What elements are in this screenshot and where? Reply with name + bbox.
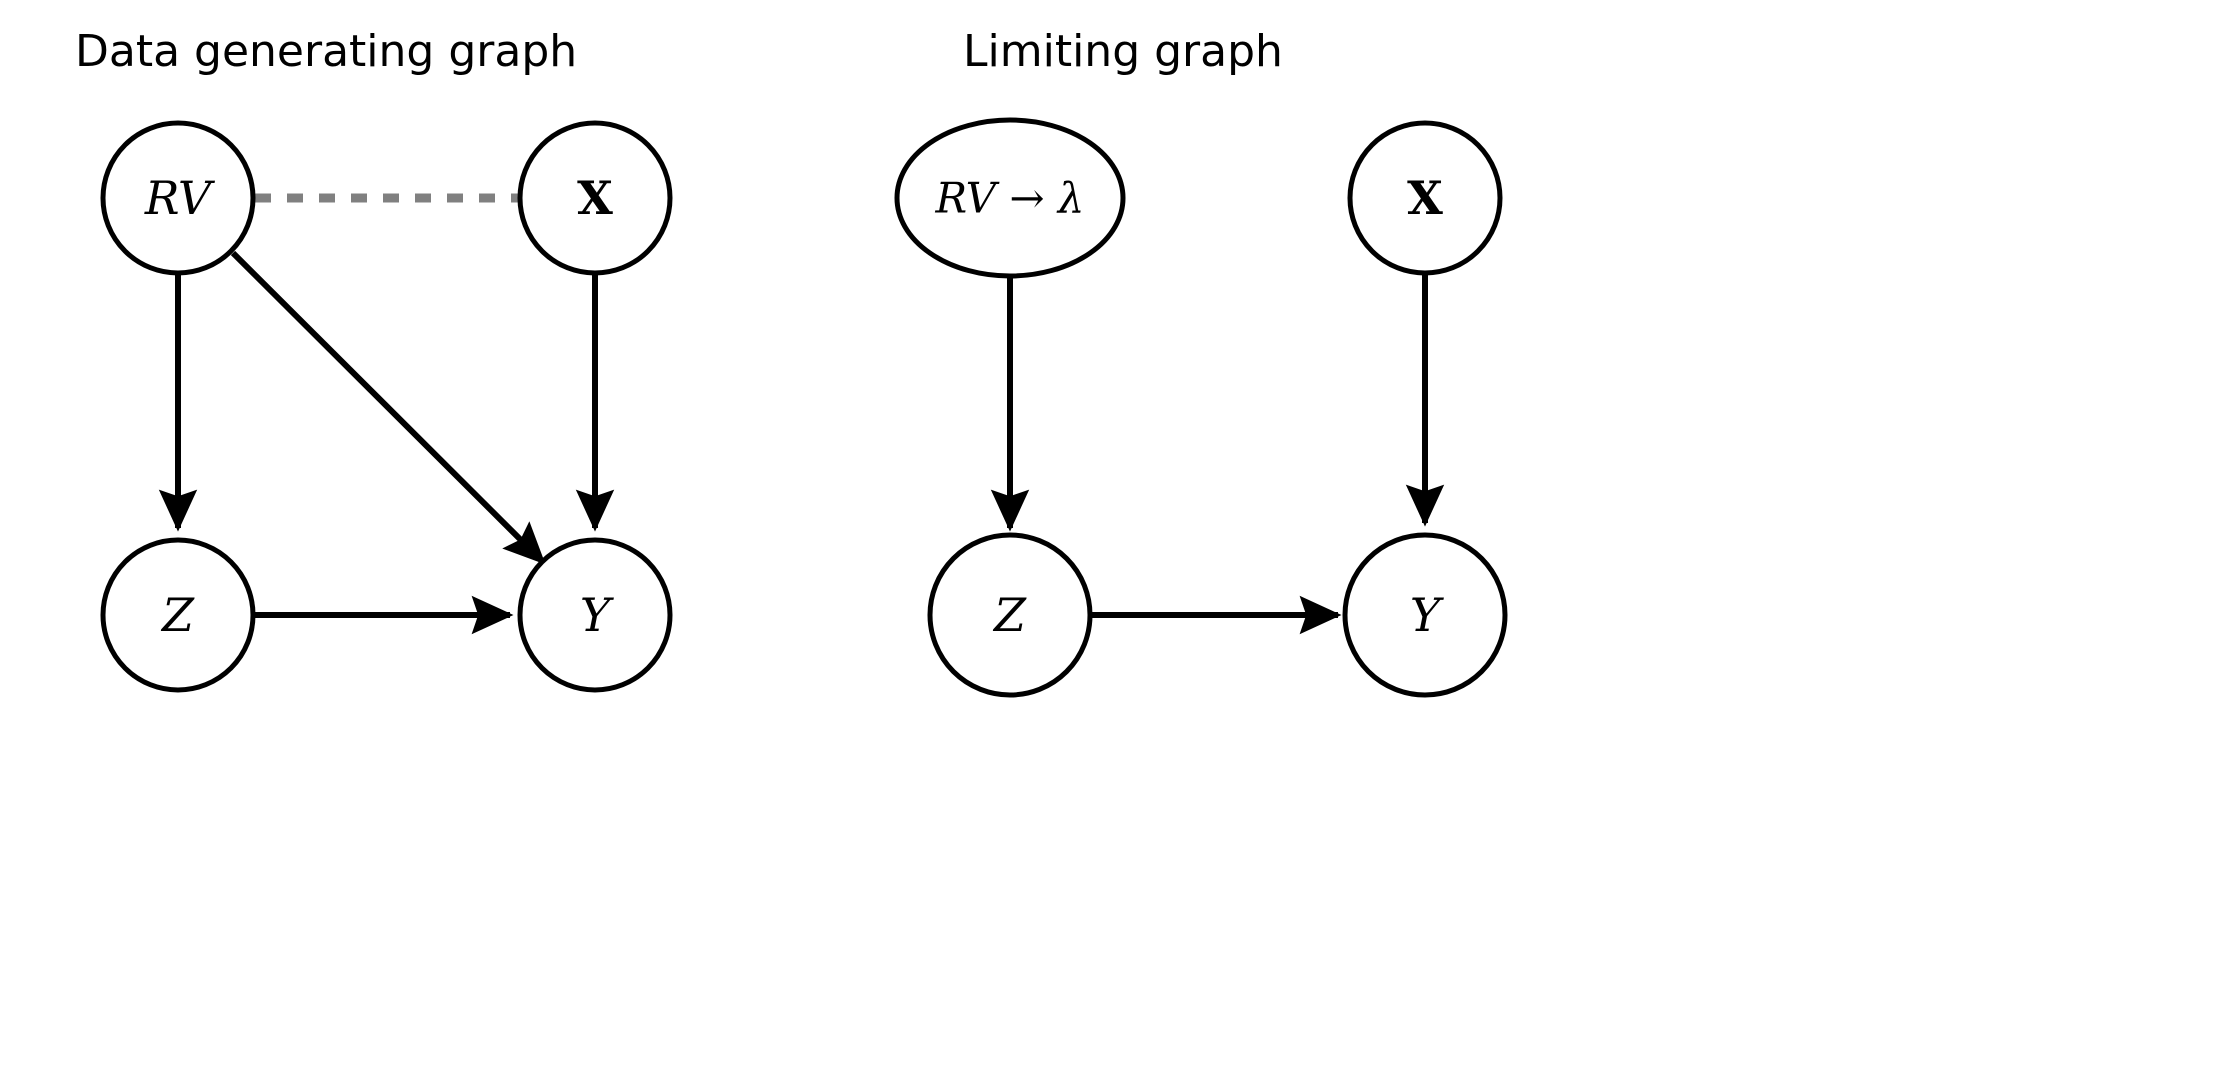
node-rv-lambda[interactable]: RV → λ	[894, 117, 1126, 279]
node-rv-lambda-label: RV → λ	[935, 174, 1085, 223]
node-y-label: Y	[580, 588, 615, 642]
node-y-shape	[517, 537, 673, 693]
panel-data-generating-graph: RV X Z Y	[100, 120, 673, 693]
edge-rv-to-y	[230, 250, 546, 565]
panel-title-data-generating-graph: Data generating graph	[75, 26, 578, 77]
node-rv-lambda-shape	[894, 117, 1126, 279]
node-rv-label: RV	[144, 171, 216, 225]
node-z[interactable]: Z	[100, 537, 256, 693]
node-z-label: Z	[160, 588, 195, 642]
node-z-shape	[100, 537, 256, 693]
node-z2-shape	[927, 532, 1093, 698]
node-y2-label: Y	[1410, 588, 1445, 642]
node-y2-shape	[1342, 532, 1508, 698]
node-rv[interactable]: RV	[100, 120, 256, 276]
node-x-label: X	[577, 171, 613, 225]
panel-limiting-graph: RV → λ X Z Y	[894, 117, 1508, 698]
node-x2-shape	[1347, 120, 1503, 276]
node-y2[interactable]: Y	[1342, 532, 1508, 698]
node-z2[interactable]: Z	[927, 532, 1093, 698]
node-y[interactable]: Y	[517, 537, 673, 693]
node-x-shape	[517, 120, 673, 276]
node-x2-label: X	[1407, 171, 1443, 225]
panel-title-limiting-graph: Limiting graph	[963, 26, 1283, 77]
node-x[interactable]: X	[517, 120, 673, 276]
node-x2[interactable]: X	[1347, 120, 1503, 276]
node-z2-label: Z	[992, 588, 1027, 642]
node-rv-shape	[100, 120, 256, 276]
